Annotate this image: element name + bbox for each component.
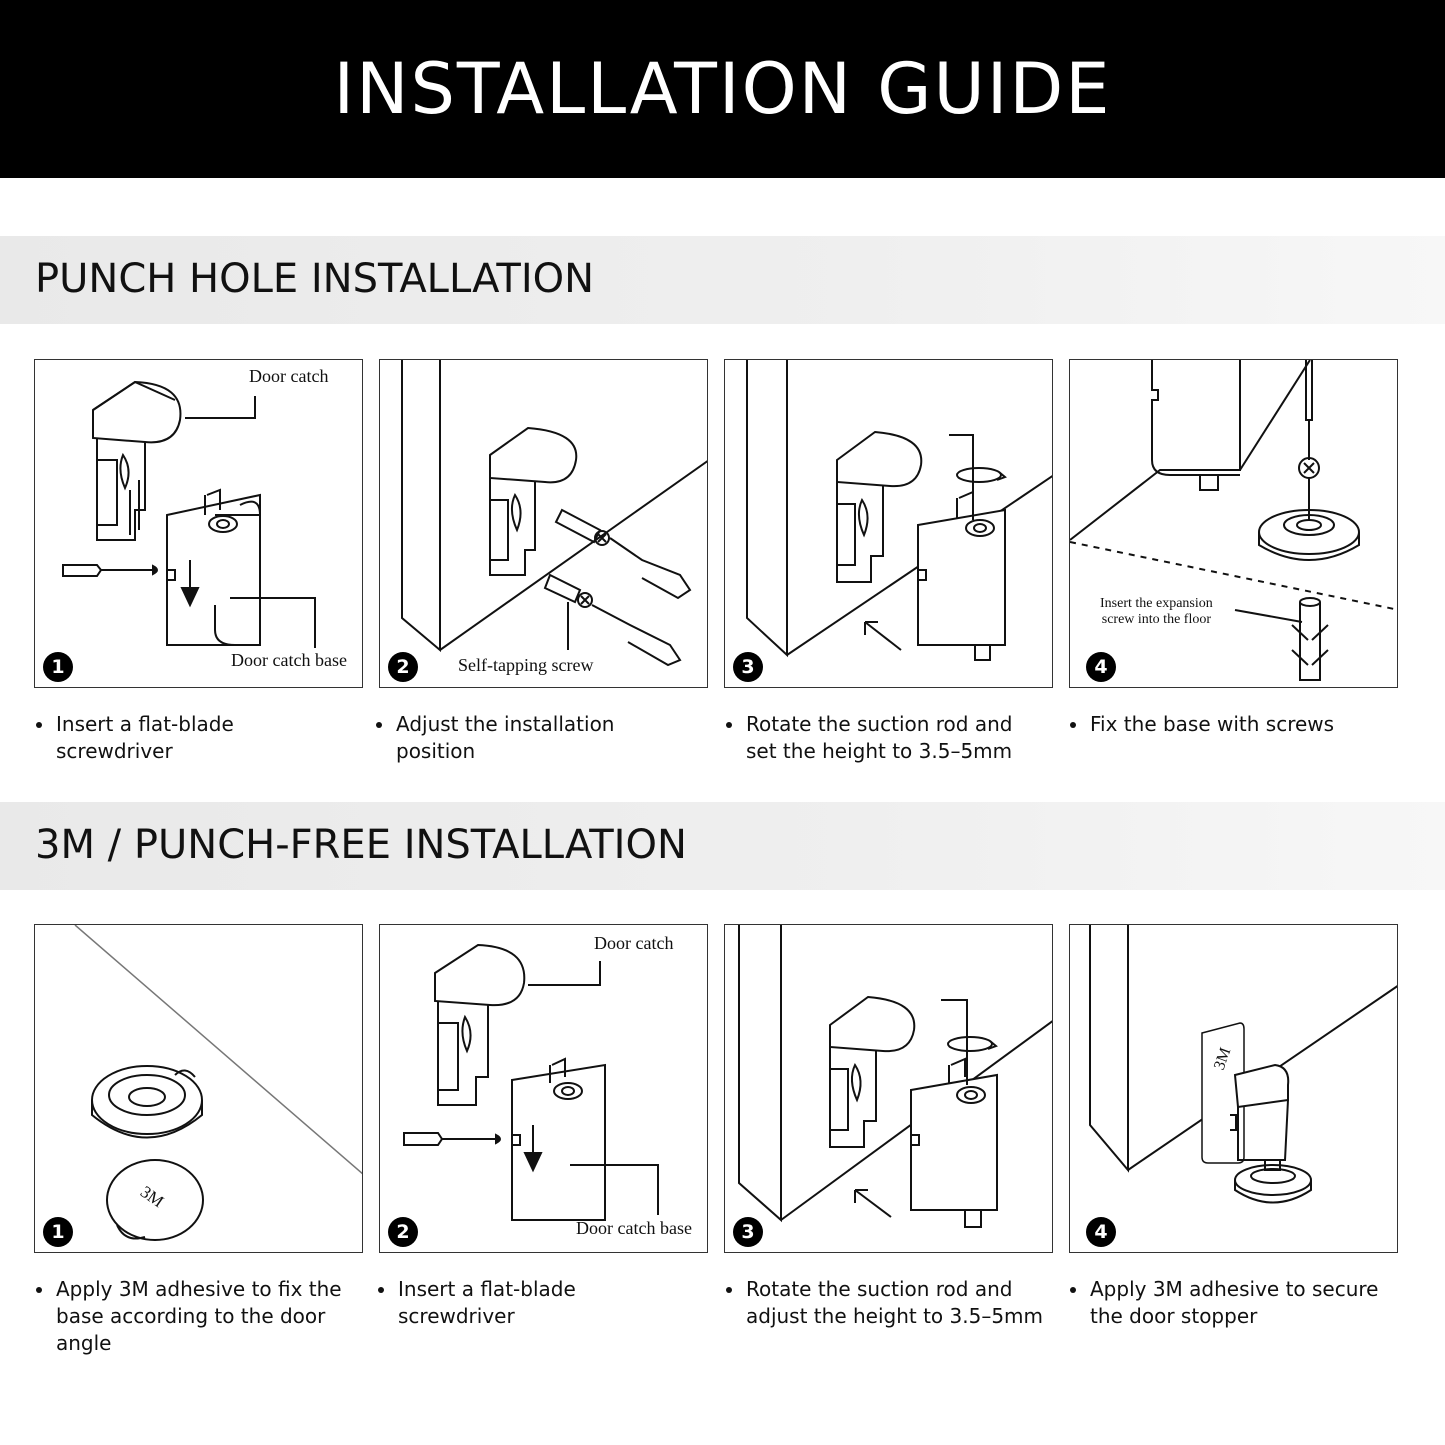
rotate-rod-illustration — [738, 925, 1052, 1228]
step-panel-3m-3: 3 — [724, 924, 1053, 1253]
rotate-rod-illustration — [746, 360, 1052, 661]
step-number-badge: 2 — [388, 1217, 418, 1247]
step-panel-3m-2: Door catch Door catch base 2 — [379, 924, 708, 1253]
step-caption: Apply 3M adhesive to fix the base accord… — [36, 1276, 381, 1357]
section-header-punch-hole: PUNCH HOLE INSTALLATION — [0, 236, 1445, 324]
step-panel-punch-3: 3 — [724, 359, 1053, 688]
step-number-badge: 4 — [1086, 1217, 1116, 1247]
step-number-badge: 3 — [733, 652, 763, 682]
step-caption: Rotate the suction rod and set the heigh… — [726, 711, 1046, 765]
door-catch-assembly-illustration — [62, 380, 316, 648]
bullet-icon — [376, 722, 382, 728]
door-catch-label: Door catch — [594, 933, 674, 953]
section-title: PUNCH HOLE INSTALLATION — [35, 256, 595, 302]
bullet-icon — [1070, 1287, 1076, 1293]
step-number-badge: 2 — [388, 652, 418, 682]
page-title: INSTALLATION GUIDE — [333, 48, 1112, 130]
step-caption: Adjust the installation position — [376, 711, 696, 765]
door-catch-base-label: Door catch base — [231, 650, 347, 670]
bullet-icon — [378, 1287, 384, 1293]
door-catch-base-label: Door catch base — [576, 1218, 692, 1238]
step-caption: Fix the base with screws — [1070, 711, 1390, 738]
adhesive-base-illustration — [74, 925, 362, 1241]
expansion-screw-label: Insert the expansion screw into the floo… — [1100, 596, 1213, 627]
self-tapping-screw-label: Self-tapping screw — [458, 655, 594, 675]
step-panel-punch-4: Insert the expansion screw into the floo… — [1069, 359, 1398, 688]
step-number-badge: 1 — [43, 1217, 73, 1247]
step-panel-punch-2: Self-tapping screw 2 — [379, 359, 708, 688]
step-caption: Insert a flat-blade screwdriver — [378, 1276, 698, 1330]
title-bar: INSTALLATION GUIDE — [0, 0, 1445, 178]
bullet-icon — [1070, 722, 1076, 728]
step-caption: Apply 3M adhesive to secure the door sto… — [1070, 1276, 1390, 1330]
door-screw-illustration — [401, 360, 707, 667]
section-title: 3M / PUNCH-FREE INSTALLATION — [35, 822, 687, 868]
step-panel-punch-1: Door catch Door catch base 1 — [34, 359, 363, 688]
step-caption: Rotate the suction rod and adjust the he… — [726, 1276, 1046, 1330]
door-catch-label: Door catch — [249, 366, 329, 386]
section-header-punch-free: 3M / PUNCH-FREE INSTALLATION — [0, 802, 1445, 890]
step-number-badge: 4 — [1086, 652, 1116, 682]
step-caption: Insert a flat-blade screwdriver — [36, 711, 356, 765]
fix-base-screws-illustration — [1070, 360, 1397, 681]
bullet-icon — [36, 722, 42, 728]
step-number-badge: 1 — [43, 652, 73, 682]
step-panel-3m-4: 3M 4 — [1069, 924, 1398, 1253]
step-number-badge: 3 — [733, 1217, 763, 1247]
door-stopper-illustration — [1089, 925, 1397, 1204]
bullet-icon — [36, 1287, 42, 1293]
bullet-icon — [726, 722, 732, 728]
door-catch-assembly-illustration — [403, 943, 659, 1221]
step-panel-3m-1: 3M 1 — [34, 924, 363, 1253]
bullet-icon — [726, 1287, 732, 1293]
